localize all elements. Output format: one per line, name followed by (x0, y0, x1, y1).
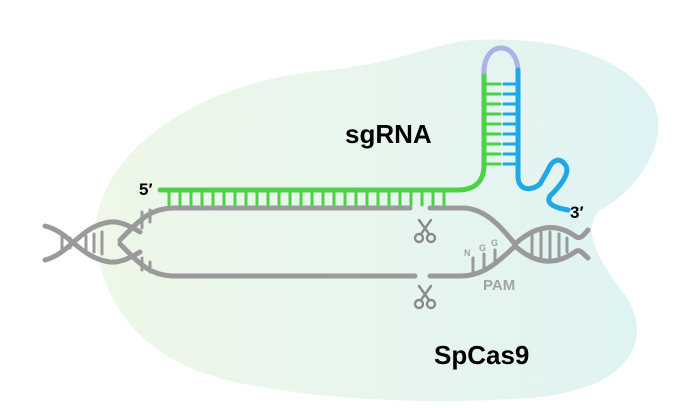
scissors-icon (413, 284, 437, 310)
sgrna-spacer-backbone (157, 67, 487, 193)
pam-g2-label: G (491, 238, 498, 248)
sgrna-hairpin-rungs-green (484, 82, 502, 166)
five-prime-label: 5′ (139, 180, 153, 199)
dna-bottom-strand-right (427, 243, 518, 279)
spcas9-label: SpCas9 (434, 340, 529, 370)
dna-right-helix-strand-b (512, 243, 591, 264)
scissors-icon (413, 218, 437, 244)
three-prime-label: 3′ (570, 203, 584, 222)
dna-right-helix-rungs (530, 230, 569, 260)
sgrna-loop (481, 45, 521, 75)
dna-left-fork-rungs (140, 208, 152, 274)
dna-left-helix-strand-a (42, 223, 143, 265)
sgrna (157, 45, 571, 213)
sgrna-hairpin-rungs-blue (502, 82, 518, 166)
dna-right-helix-strand-a (512, 225, 591, 247)
dna-pam-rungs (471, 248, 497, 276)
dna-left-helix-rungs (60, 230, 104, 256)
sgrna-label: sgRNA (345, 119, 432, 149)
pam-g1-label: G (479, 243, 486, 253)
sgrna-blue-strand (515, 67, 571, 213)
pam-n-label: N (464, 248, 471, 258)
dna-top-strand-right (427, 205, 518, 247)
sgrna-spacer-rungs (167, 190, 446, 207)
dna-bottom-strand (117, 241, 418, 279)
pam-label: PAM (483, 277, 515, 294)
dna-top-strand (117, 205, 413, 243)
dna-duplex (42, 205, 591, 279)
